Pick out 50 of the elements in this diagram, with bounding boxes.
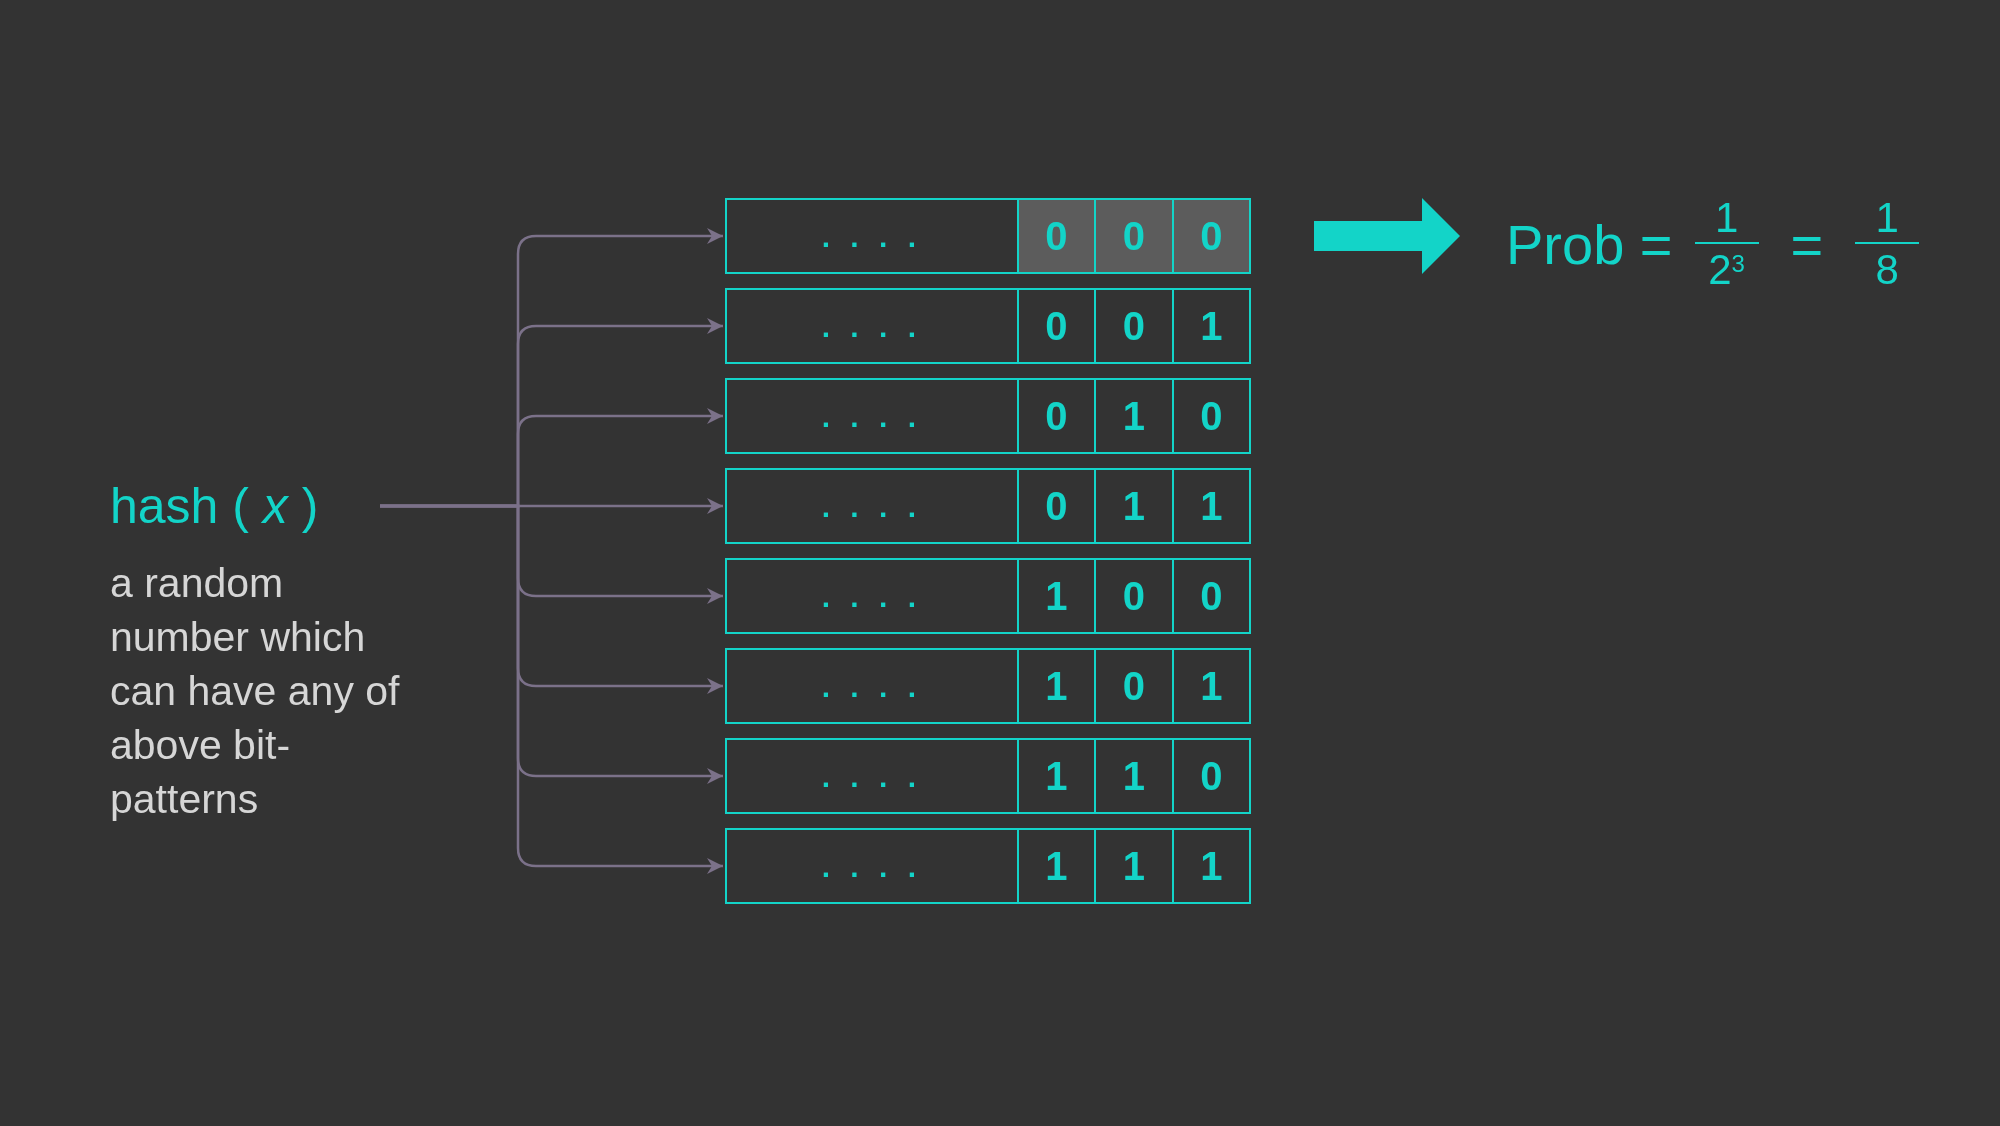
formula-text: Prob = xyxy=(1506,212,1673,278)
ellipsis-cell: . . . . xyxy=(727,650,1017,722)
bit-cell: 1 xyxy=(1016,650,1095,722)
numerator: 1 xyxy=(1875,194,1899,242)
description-text: a random number which can have any of above bit-patterns xyxy=(110,559,401,824)
denominator: 8 xyxy=(1875,245,1899,295)
function-label: hash ( x ) xyxy=(110,474,319,538)
bit-cell: 0 xyxy=(1171,200,1249,272)
numerator: 1 xyxy=(1714,194,1739,242)
bit-cell: 1 xyxy=(1094,380,1172,452)
bit-cell: 0 xyxy=(1016,470,1095,542)
bit-cell: 1 xyxy=(1094,470,1172,542)
ellipsis-cell: . . . . xyxy=(727,740,1017,812)
bit-cell: 0 xyxy=(1171,380,1249,452)
bit-cell: 1 xyxy=(1016,560,1095,632)
bit-row xyxy=(725,558,1251,634)
bit-row xyxy=(725,288,1251,364)
bit-cell: 0 xyxy=(1016,380,1095,452)
bit-row xyxy=(725,468,1251,544)
ellipsis-cell: . . . . xyxy=(727,560,1017,632)
bit-row xyxy=(725,198,1251,274)
ellipsis-cell: . . . . xyxy=(727,200,1017,272)
arrow xyxy=(380,504,723,874)
bit-cell: 1 xyxy=(1171,830,1249,902)
bit-cell: 0 xyxy=(1171,740,1249,812)
bit-cell: 0 xyxy=(1094,200,1172,272)
equals-sign: = xyxy=(1790,212,1824,278)
bit-cell: 0 xyxy=(1016,290,1095,362)
bit-cell: 1 xyxy=(1171,650,1249,722)
bit-cell: 0 xyxy=(1094,650,1172,722)
bit-cell: 1 xyxy=(1094,830,1172,902)
bit-row xyxy=(725,648,1251,724)
denominator: 2$^{3}$ xyxy=(1708,245,1745,295)
bit-cell: 1 xyxy=(1171,290,1249,362)
ellipsis-cell: . . . . xyxy=(727,380,1017,452)
ellipsis-cell: . . . . xyxy=(727,830,1017,902)
bit-cell: 1 xyxy=(1016,740,1095,812)
ellipsis-cell: . . . . xyxy=(727,290,1017,362)
bit-cell: 0 xyxy=(1171,560,1249,632)
bit-cell: 1 xyxy=(1016,830,1095,902)
bit-cell: 0 xyxy=(1016,200,1095,272)
bit-cell: 0 xyxy=(1094,560,1172,632)
ellipsis-cell: . . . . xyxy=(727,470,1017,542)
bit-cell: 1 xyxy=(1171,470,1249,542)
bit-row xyxy=(725,828,1251,904)
block-arrow xyxy=(1314,198,1460,274)
bit-cell: 0 xyxy=(1094,290,1172,362)
bit-row xyxy=(725,378,1251,454)
bit-row xyxy=(725,738,1251,814)
bit-cell: 1 xyxy=(1094,740,1172,812)
